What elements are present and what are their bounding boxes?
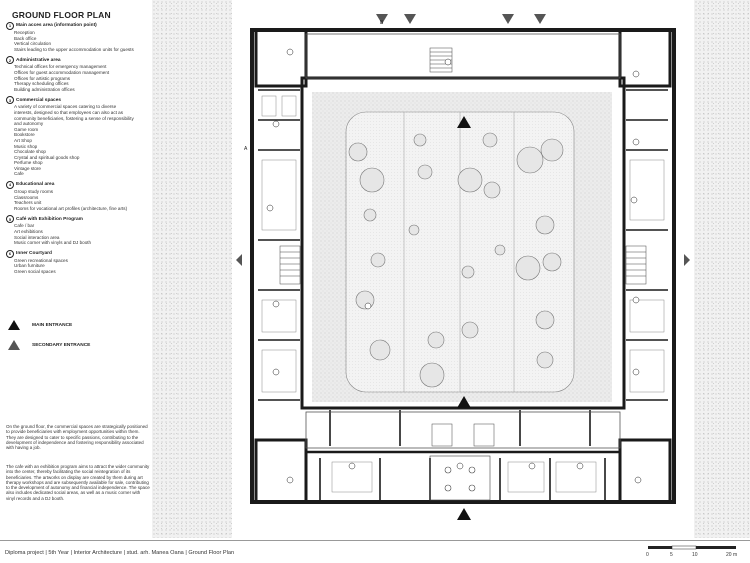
legend-item: Back office xyxy=(14,35,37,41)
site-hatch-right xyxy=(694,0,750,538)
legend-item: Game room xyxy=(14,126,39,132)
legend-item: Offices for artistic programs xyxy=(14,75,71,81)
legend-item: Teachers unit xyxy=(14,200,42,206)
section-a-label: A xyxy=(244,146,248,152)
legend-title: Commercial spaces xyxy=(16,97,62,103)
main-entrance-icon xyxy=(8,320,20,330)
legend-item: Vintage store xyxy=(14,165,41,171)
legend-item: Classrooms xyxy=(14,194,39,200)
entrance-hall xyxy=(429,455,491,501)
furniture xyxy=(261,95,665,493)
description-paragraph: The cafe with an exhibition program aims… xyxy=(6,464,150,501)
legend-item: Music corner with vinyls and DJ booth xyxy=(14,240,92,246)
footer: Diploma project | 5th Year | Interior Ar… xyxy=(0,540,750,563)
footer-text: Diploma project | 5th Year | Interior Ar… xyxy=(5,550,235,556)
room-badges xyxy=(266,48,642,484)
legend-item: Social interaction area xyxy=(14,234,60,240)
legend-number: 4 xyxy=(6,181,14,190)
scale-tick: 0 xyxy=(646,552,649,558)
site-hatch-left xyxy=(152,0,232,538)
scale-tick: 10 xyxy=(692,552,698,558)
main-entrance-key: MAIN ENTRANCE xyxy=(8,320,72,330)
secondary-entrance-label: SECONDARY ENTRANCE xyxy=(32,342,91,348)
legend-title: Café with Exhibition Program xyxy=(16,216,83,222)
scale-tick: 20 m xyxy=(726,552,737,558)
legend-item: Green recreational spaces xyxy=(14,257,68,263)
legend-title: Inner Courtyard xyxy=(16,251,52,257)
legend-item: Rooms for vocational art profiles (archi… xyxy=(14,205,128,211)
legend-item: Cafe xyxy=(14,171,24,177)
legend-item: Bookstore xyxy=(14,132,35,138)
legend-number: 6 xyxy=(6,249,14,258)
legend-number: 5 xyxy=(6,215,14,224)
description-paragraph: On the ground floor, the commercial spac… xyxy=(6,424,148,451)
main-entrance-label: MAIN ENTRANCE xyxy=(32,322,73,328)
legend-item: Group study rooms xyxy=(14,189,54,195)
scale-bar-graphic: 0 5 10 20 m xyxy=(646,545,737,558)
legend-title: Main acces area (information point) xyxy=(16,23,97,29)
legend-title: Administrative area xyxy=(16,57,61,63)
legend-item: Cafe / bar xyxy=(14,223,35,229)
legend-number: 2 xyxy=(6,56,14,65)
legend-title: Educational area xyxy=(16,182,55,188)
legend-item: Building administration offices xyxy=(14,86,75,92)
legend-item: Green social spaces xyxy=(14,269,56,274)
legend-number: 1 xyxy=(6,22,14,30)
legend-item: Perfume shop xyxy=(14,160,43,166)
legend-item: Music shop xyxy=(14,143,38,149)
legend-item: Therapy scheduling offices xyxy=(14,81,69,87)
scale-bar: 0 5 10 20 m xyxy=(646,544,742,558)
secondary-entrance-icon xyxy=(8,340,20,350)
legend-item: Urban furniture xyxy=(14,263,45,269)
corridors xyxy=(305,33,621,449)
legend-number: 3 xyxy=(6,96,14,105)
legend-item: Art Shop xyxy=(14,137,32,143)
secondary-entrance-markers xyxy=(236,14,690,266)
room-partitions xyxy=(258,89,668,500)
legend-item: A variety of commercial spaces catering … xyxy=(14,104,117,110)
floor-plan: A B xyxy=(232,0,694,538)
legend-item: community beneficiaries, fostering a sen… xyxy=(14,115,134,121)
legend-item: Offices for guest accommodation manageme… xyxy=(14,69,110,75)
courtyard-trees xyxy=(348,132,564,388)
section-b-label: B xyxy=(380,20,384,26)
section-markers: A B xyxy=(244,20,384,152)
floor-plan-drawing: A B xyxy=(232,0,694,538)
legend-item: Chocolate shop xyxy=(14,149,46,155)
legend-item: interests, designed so that employees ca… xyxy=(14,109,124,115)
scale-tick: 5 xyxy=(670,552,673,558)
legend-item: and autonomy xyxy=(14,121,44,127)
inner-courtyard xyxy=(312,92,612,402)
legend-item: Reception xyxy=(14,30,35,35)
legend-item: Technical offices for emergency manageme… xyxy=(14,64,107,70)
staircases xyxy=(279,47,647,447)
main-entrance-markers xyxy=(457,116,471,520)
legend-item: Crystal and spiritual goods shop xyxy=(14,154,80,160)
secondary-entrance-key: SECONDARY ENTRANCE xyxy=(8,340,90,350)
legend-item: Art exhibitions xyxy=(14,229,43,235)
legend-item: Vertical circulation xyxy=(14,41,52,47)
legend-item: Stairs leading to the upper accommodatio… xyxy=(14,46,134,52)
sheet-title: GROUND FLOOR PLAN xyxy=(12,10,111,20)
